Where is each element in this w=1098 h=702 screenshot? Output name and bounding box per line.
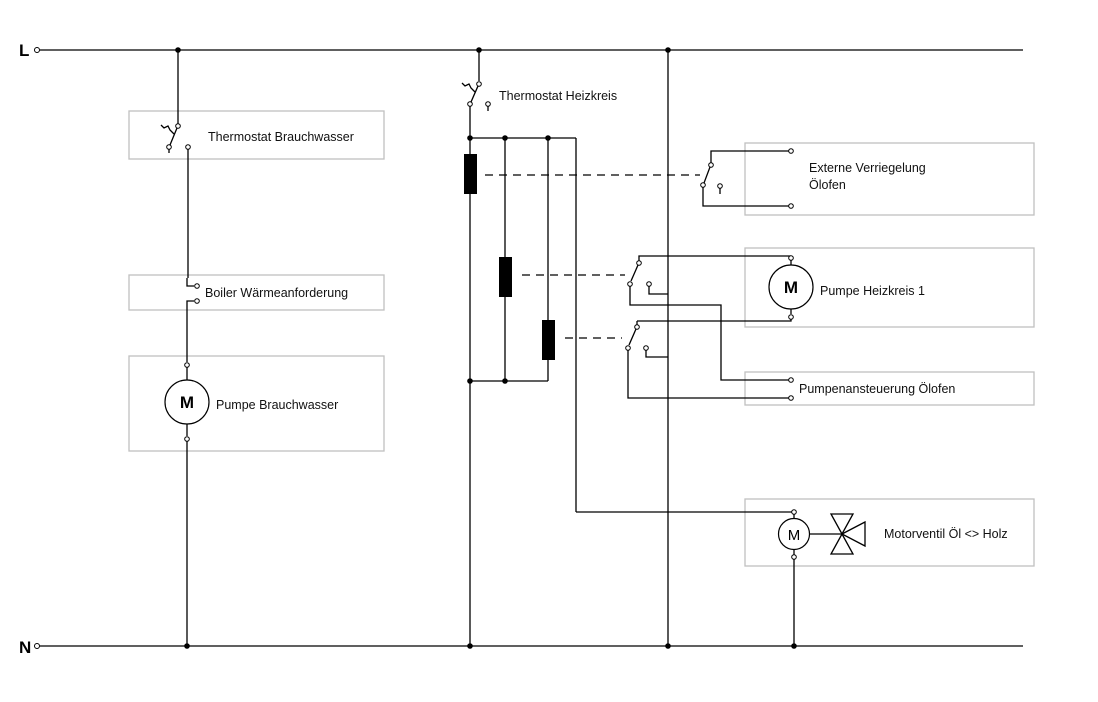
- pumpe-heizkreis-box: [744, 247, 1035, 328]
- relay-contact-2: [627, 255, 794, 383]
- terminal: [791, 554, 797, 560]
- boiler-waermeanforderung-contact: [186, 278, 200, 310]
- relay-coil-2: [499, 257, 512, 297]
- wire: [637, 319, 792, 322]
- relay-contact-1: [700, 148, 794, 209]
- neutral-terminal: [34, 643, 40, 649]
- svg-text:M: M: [784, 278, 798, 297]
- thermostat-brauchwasser-label: Thermostat Brauchwasser: [208, 130, 354, 144]
- motorventil-box: [744, 498, 1035, 567]
- motorventil-label: Motorventil Öl <> Holz: [884, 527, 1008, 541]
- three-way-valve-icon: [829, 513, 866, 555]
- externe-verriegelung-label-line2: Ölofen: [809, 178, 846, 192]
- svg-text:M: M: [788, 527, 801, 544]
- line-rail-label: L: [19, 41, 29, 60]
- junction-dot: [467, 378, 473, 384]
- boiler-waermeanforderung-label: Boiler Wärmeanforderung: [205, 286, 348, 300]
- pumpenansteuerung-label: Pumpenansteuerung Ölofen: [799, 382, 955, 396]
- terminal: [184, 436, 190, 442]
- externe-verriegelung-label-line1: Externe Verriegelung: [809, 161, 926, 175]
- thermostat-brauchwasser-switch: [160, 50, 191, 153]
- pumpenansteuerung-box: [744, 371, 1035, 406]
- junction-dot: [545, 135, 551, 141]
- relay-coil-1: [464, 154, 477, 194]
- terminal: [788, 255, 794, 261]
- terminal: [791, 509, 797, 515]
- neutral-rail-label: N: [19, 638, 31, 657]
- thermostat-heizkreis-label: Thermostat Heizkreis: [499, 89, 617, 103]
- pumpe-brauchwasser-box: [128, 355, 385, 452]
- junction-dot: [502, 378, 508, 384]
- junction-dot: [467, 135, 473, 141]
- pumpe-heizkreis-motor-icon: M: [768, 264, 814, 310]
- thermostat-brauchwasser-box: [128, 110, 385, 160]
- pumpe-heizkreis-label: Pumpe Heizkreis 1: [820, 284, 925, 298]
- relay-contact-3: [625, 321, 794, 401]
- pumpe-brauchwasser-label: Pumpe Brauchwasser: [216, 398, 338, 412]
- pumpe-brauchwasser-motor-icon: M: [164, 379, 210, 425]
- line-terminal: [34, 47, 40, 53]
- externe-verriegelung-box: [744, 142, 1035, 216]
- terminal: [184, 362, 190, 368]
- motorventil-motor-icon: M: [777, 517, 811, 551]
- relay-coil-3: [542, 320, 555, 360]
- svg-text:M: M: [180, 393, 194, 412]
- boiler-waermeanforderung-box: [128, 274, 385, 311]
- thermostat-heizkreis-switch: [461, 50, 491, 111]
- junction-dot: [502, 135, 508, 141]
- terminal: [788, 314, 794, 320]
